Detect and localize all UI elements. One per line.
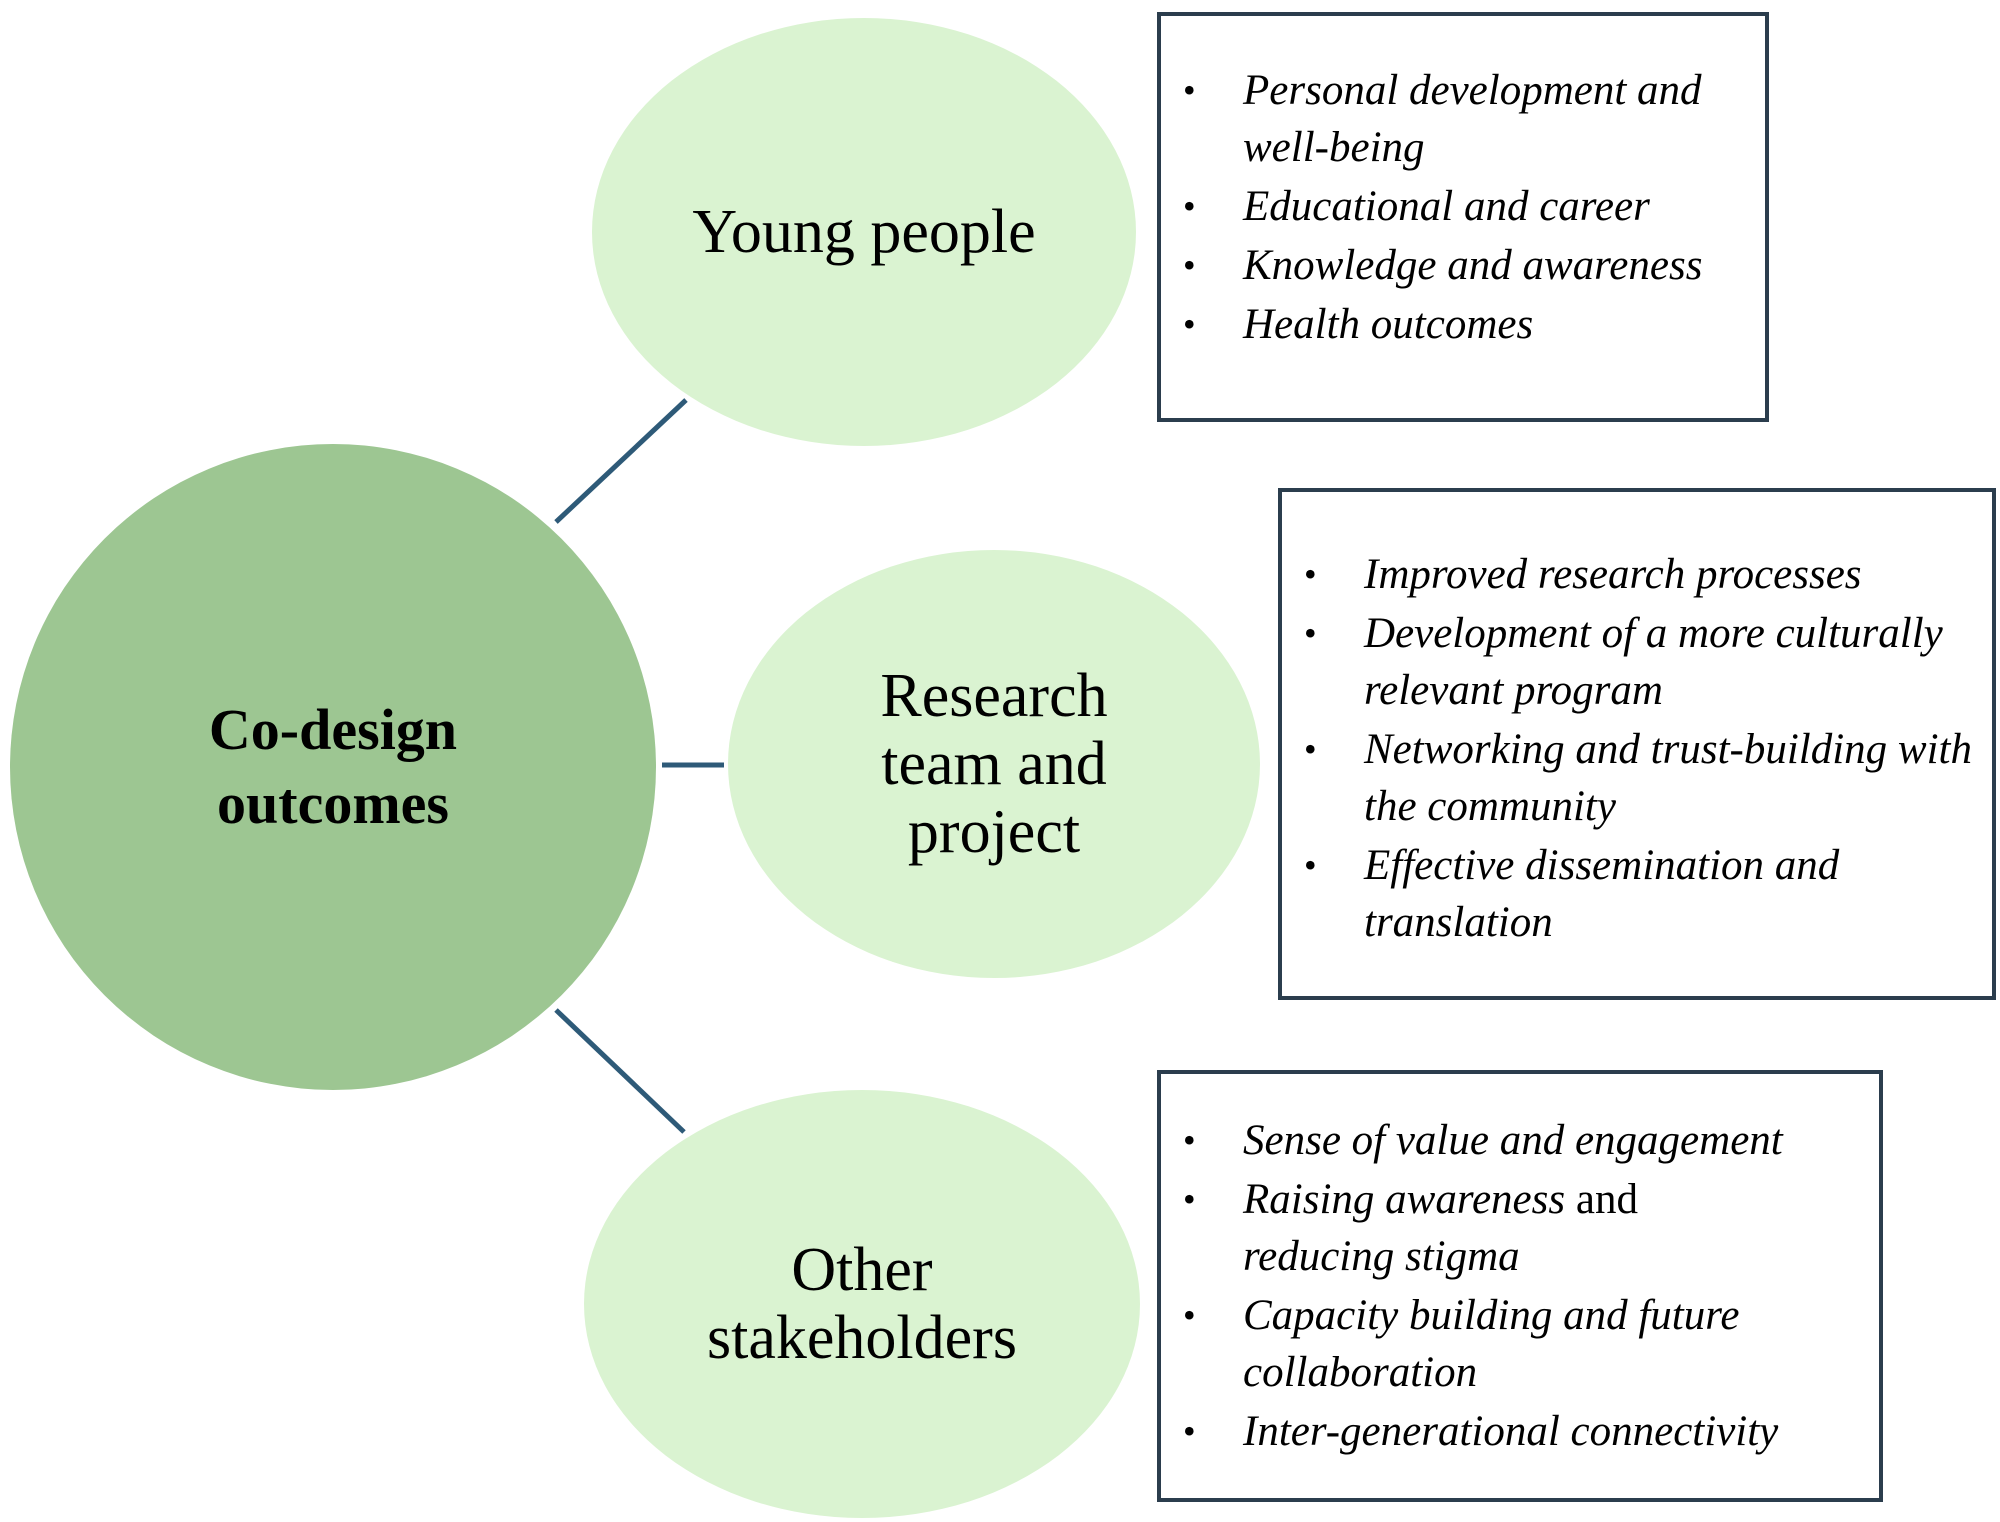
outcomes-box-research-team: • Improved research processes • Developmen… bbox=[1278, 488, 1996, 1000]
group-label-line: team and bbox=[881, 730, 1107, 798]
bullet-icon: • bbox=[1183, 70, 1196, 110]
group-node-research-team: Research team and project bbox=[728, 550, 1260, 978]
outcome-item: • Educational and career bbox=[1161, 178, 1745, 235]
outcome-item: • Improved research processes bbox=[1282, 546, 1972, 603]
outcomes-list: • Sense of value and engagement • Raising … bbox=[1161, 1112, 1859, 1460]
outcome-text-italic: Raising awareness bbox=[1243, 1176, 1566, 1223]
bullet-icon: • bbox=[1183, 186, 1196, 226]
outcome-item: • Health outcomes bbox=[1161, 296, 1745, 353]
bullet-icon: • bbox=[1183, 304, 1196, 344]
bullet-icon: • bbox=[1183, 1120, 1196, 1160]
bullet-icon: • bbox=[1183, 1295, 1196, 1335]
connector-young bbox=[554, 398, 688, 524]
group-label: Young people bbox=[692, 198, 1035, 266]
outcome-text-plain: and bbox=[1565, 1176, 1638, 1223]
group-label-line: Other bbox=[791, 1236, 933, 1304]
central-label: Co-design outcomes bbox=[209, 693, 457, 841]
outcome-item: • Capacity building and future collaborat… bbox=[1161, 1287, 1859, 1401]
bullet-icon: • bbox=[1304, 554, 1317, 594]
bullet-icon: • bbox=[1183, 245, 1196, 285]
group-node-other-stakeholders: Other stakeholders bbox=[584, 1090, 1140, 1518]
outcome-text: Sense of value and engagement bbox=[1243, 1117, 1783, 1164]
outcome-text: Capacity building and future collaborati… bbox=[1243, 1292, 1740, 1396]
outcome-text: Personal development and well-being bbox=[1243, 67, 1702, 171]
group-label-line: project bbox=[907, 798, 1081, 866]
outcome-item: • Effective dissemination and translation bbox=[1282, 837, 1972, 951]
group-node-young-people: Young people bbox=[592, 18, 1136, 446]
outcome-item: • Development of a more culturally releva… bbox=[1282, 605, 1972, 719]
outcome-text: Educational and career bbox=[1243, 183, 1650, 230]
outcome-text: Inter-generational connectivity bbox=[1243, 1408, 1779, 1455]
group-label: Other stakeholders bbox=[707, 1236, 1017, 1372]
outcome-item: • Networking and trust-building with the … bbox=[1282, 721, 1972, 835]
outcome-text: Networking and trust-building with the c… bbox=[1364, 726, 1973, 830]
bullet-icon: • bbox=[1183, 1411, 1196, 1451]
outcomes-list: • Improved research processes • Developmen… bbox=[1282, 546, 1972, 951]
central-node-co-design-outcomes: Co-design outcomes bbox=[10, 444, 656, 1090]
group-label-line: Research bbox=[880, 662, 1108, 730]
outcome-item: • Sense of value and engagement bbox=[1161, 1112, 1859, 1169]
outcome-text: Health outcomes bbox=[1243, 301, 1534, 348]
outcome-text: Development of a more culturally relevan… bbox=[1364, 610, 1943, 714]
group-label-line: stakeholders bbox=[707, 1304, 1017, 1372]
bullet-icon: • bbox=[1304, 613, 1317, 653]
outcome-item: • Knowledge and awareness bbox=[1161, 237, 1745, 294]
connector-other bbox=[554, 1008, 686, 1134]
bullet-icon: • bbox=[1304, 845, 1317, 885]
outcomes-box-other-stakeholders: • Sense of value and engagement • Raising … bbox=[1157, 1070, 1883, 1502]
outcome-text: Improved research processes bbox=[1364, 551, 1862, 598]
bullet-icon: • bbox=[1304, 729, 1317, 769]
central-label-line2: outcomes bbox=[217, 771, 449, 836]
group-label-line: Young people bbox=[692, 198, 1036, 266]
outcome-text: Knowledge and awareness bbox=[1243, 242, 1703, 289]
outcomes-list: • Personal development and well-being • Ed… bbox=[1161, 62, 1745, 353]
outcome-item: • Personal development and well-being bbox=[1161, 62, 1745, 176]
group-label: Research team and project bbox=[880, 662, 1107, 866]
outcome-text-italic: reducing stigma bbox=[1243, 1233, 1520, 1280]
outcome-item: • Inter-generational connectivity bbox=[1161, 1403, 1859, 1460]
outcomes-box-young-people: • Personal development and well-being • Ed… bbox=[1157, 12, 1769, 422]
central-label-line1: Co-design bbox=[208, 697, 458, 762]
outcome-item: • Raising awareness and reducing stigma bbox=[1161, 1171, 1859, 1285]
bullet-icon: • bbox=[1183, 1179, 1196, 1219]
outcome-text: Effective dissemination and translation bbox=[1364, 842, 1840, 946]
